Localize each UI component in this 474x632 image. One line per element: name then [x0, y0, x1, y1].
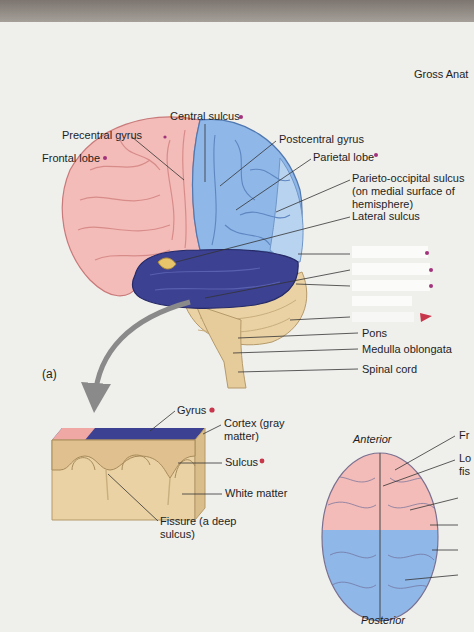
part-label: Lo [459, 452, 471, 465]
part-label: Parietal lobe [313, 151, 374, 164]
part-label: Anterior [353, 433, 392, 446]
part-label: Postcentral gyrus [279, 133, 364, 146]
part-label: Pons [362, 327, 387, 340]
part-label: fis [459, 465, 470, 478]
part-label: Central sulcus [170, 110, 240, 123]
part-label: White matter [225, 487, 287, 500]
part-label: (a) [42, 368, 57, 381]
part-label: Gross Anat [414, 68, 468, 81]
part-label: Cortex (gray matter) [224, 417, 296, 443]
part-label: Fr [459, 429, 469, 442]
part-label: Spinal cord [362, 363, 417, 376]
part-label: Lateral sulcus [352, 210, 420, 223]
part-label: Gyrus [177, 404, 206, 417]
part-label: Precentral gyrus [62, 129, 142, 142]
part-label: Frontal lobe [42, 152, 100, 165]
part-label: Posterior [361, 614, 405, 627]
part-label: Medulla oblongata [362, 343, 452, 356]
part-label: Sulcus [225, 456, 258, 469]
part-label: Fissure (a deep sulcus) [160, 515, 246, 541]
part-label: Parieto-occipital sulcus (on medial surf… [352, 172, 470, 211]
